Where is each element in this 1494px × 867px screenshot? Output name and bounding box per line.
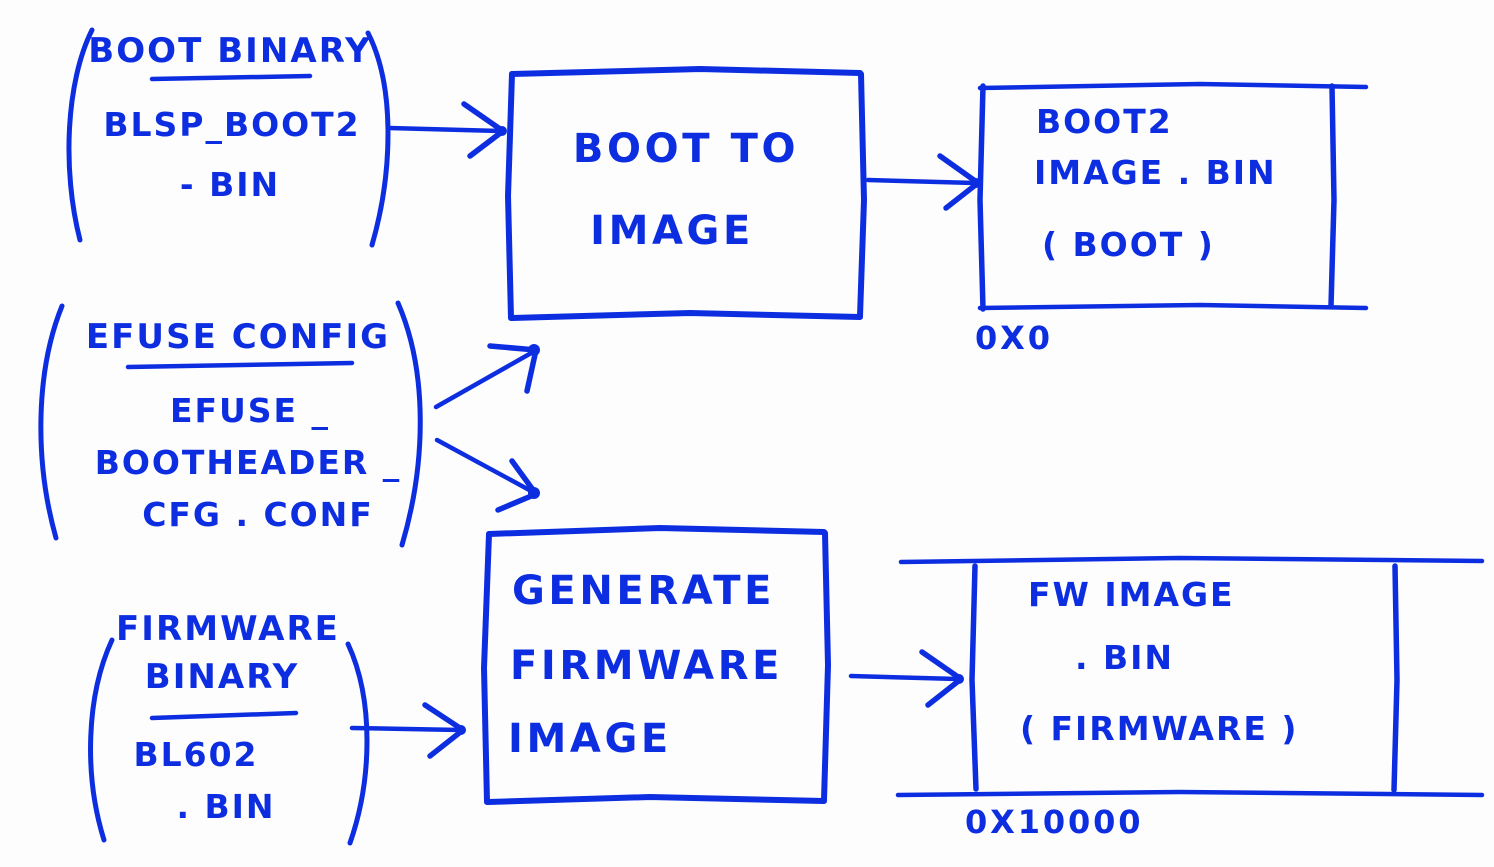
boot2-image-line-2: IMAGE . BIN xyxy=(1034,153,1277,192)
boot-to-image-box xyxy=(505,66,867,321)
efuse-config-file-line-2: BOOTHEADER _ xyxy=(94,443,402,482)
fw-image-line-2: . BIN xyxy=(1075,638,1174,677)
fw-image-block xyxy=(895,555,1485,798)
arrow-firmware-binary-to-generate xyxy=(349,702,466,759)
arrow-efuse-to-generate-firmware-image xyxy=(434,437,540,513)
firmware-binary-file-line-2: . BIN xyxy=(176,787,276,826)
efuse-config-file-line-3: CFG . CONF xyxy=(142,495,374,534)
boot-binary-file-line-1: BLSP_BOOT2 xyxy=(103,105,361,144)
arrow-generate-to-fw-image xyxy=(848,649,964,708)
boot-binary-title: BOOT BINARY xyxy=(88,31,372,71)
efuse-config-file-line-1: EFUSE _ xyxy=(169,391,331,430)
generate-firmware-image-label-line-1: GENERATE xyxy=(512,568,776,614)
firmware-binary-file-line-1: BL602 xyxy=(133,735,259,774)
boot2-image-line-3: ( BOOT ) xyxy=(1042,225,1215,264)
generate-firmware-image-label-line-3: IMAGE xyxy=(508,716,672,762)
firmware-binary-title-line-1: FIRMWARE xyxy=(116,609,340,649)
arrow-boot-to-image-to-boot2-image xyxy=(865,153,981,211)
arrow-efuse-to-boot-to-image xyxy=(433,343,540,410)
boot-to-image-label-line-2: IMAGE xyxy=(590,208,754,254)
arrow-boot-binary-to-boot-to-image xyxy=(386,101,507,159)
boot-binary-file-line-2: - BIN xyxy=(179,165,281,204)
generate-firmware-image-label-line-2: FIRMWARE xyxy=(510,643,784,689)
generate-firmware-image-box xyxy=(481,525,831,805)
fw-image-address: 0x10000 xyxy=(965,803,1144,841)
boot2-image-line-1: BOOT2 xyxy=(1036,102,1173,141)
efuse-config-bracket xyxy=(38,300,423,548)
boot-to-image-label-line-1: BOOT TO xyxy=(572,126,800,172)
firmware-binary-bracket xyxy=(88,637,370,846)
boot-binary-bracket xyxy=(66,27,391,248)
fw-image-line-3: ( FIRMWARE ) xyxy=(1020,709,1299,748)
efuse-config-title: EFUSE CONFIG xyxy=(85,317,391,357)
fw-image-line-1: FW IMAGE xyxy=(1028,575,1235,614)
firmware-binary-title-line-2: BINARY xyxy=(144,657,300,697)
boot2-image-address: 0x0 xyxy=(975,319,1053,357)
boot2-image-block xyxy=(977,81,1369,312)
